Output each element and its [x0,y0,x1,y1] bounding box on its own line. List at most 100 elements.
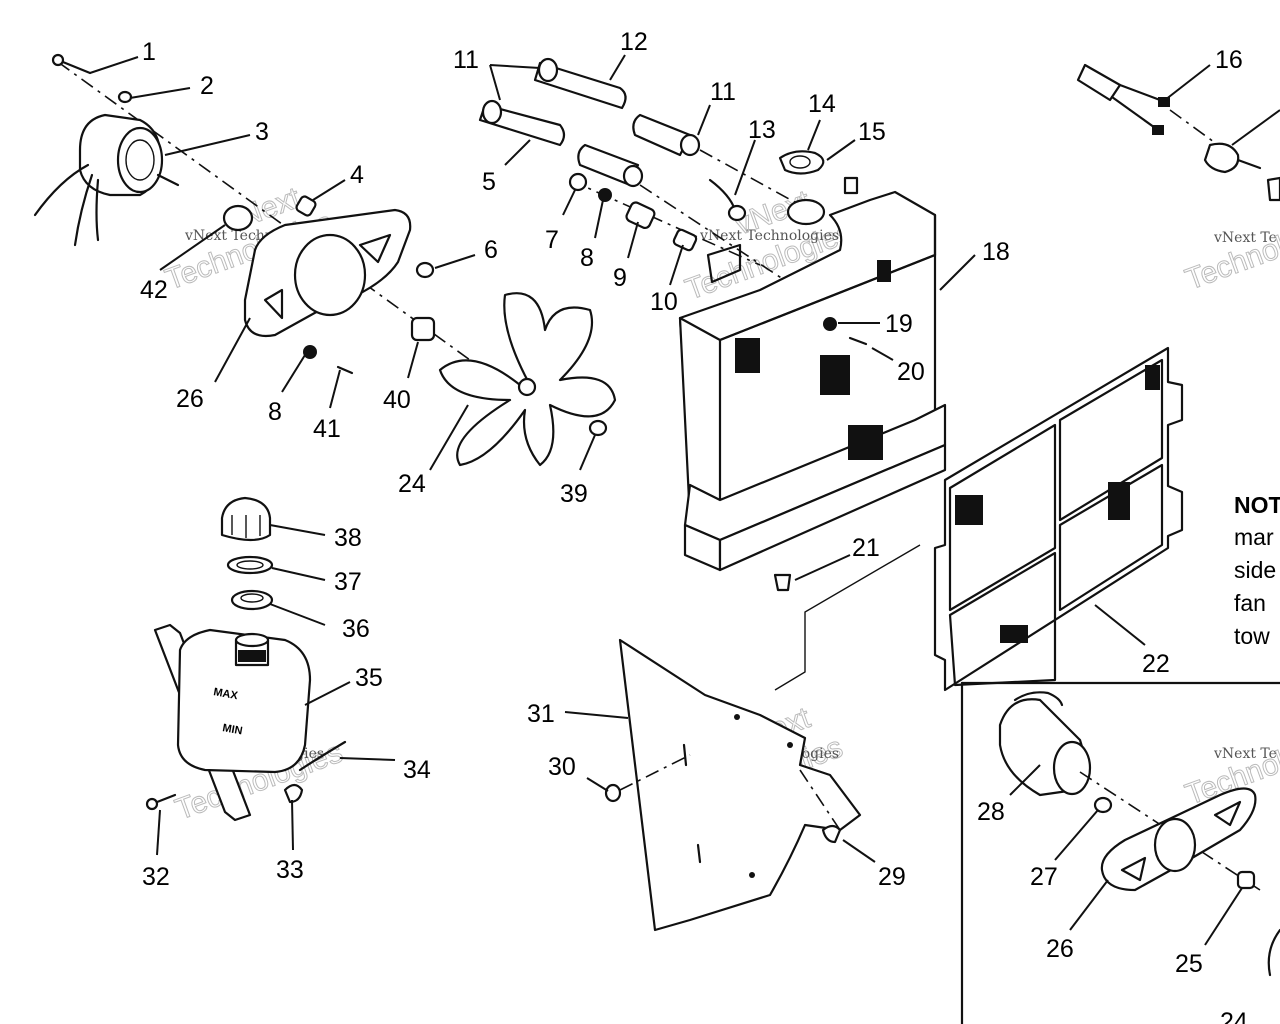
leader-4 [312,179,346,201]
screen-22 [774,346,1184,692]
tank-body [176,628,312,774]
inset-bracket-hole [1153,817,1197,873]
leader-11b [489,64,501,101]
spacer-4 [295,195,317,217]
hose-11 [632,113,692,157]
leader-6 [434,254,476,269]
leader-29 [842,839,876,863]
callout-3: 3 [255,118,269,146]
callout-31: 31 [527,700,555,728]
connector [1158,97,1170,107]
leader-26a [214,317,251,383]
leader-5 [504,139,531,166]
watermark-text: vNext Technologies [699,228,839,244]
radiator-bottom-front [718,443,947,572]
radiator-cap-14 [778,150,825,175]
fan-hub [517,377,537,397]
leader-21 [794,554,851,581]
leader-33 [291,799,294,851]
shroud-slot [682,743,688,767]
callout-7: 7 [545,226,559,254]
nut-7 [568,172,588,192]
callout-33: 33 [276,856,304,884]
nut-8 [303,345,317,359]
bolt-1-head [51,53,65,67]
motor-shaft [156,173,180,187]
callout-16: 16 [1215,46,1243,74]
leader-1 [89,56,139,74]
axis-line [1169,109,1226,151]
gasket-hole [236,560,264,570]
connector [1152,125,1164,135]
shroud-31 [604,638,862,932]
screw-head [145,797,159,811]
coolant-tank-35: MAX MIN [145,496,347,822]
screen-mark [1145,365,1160,390]
inset-fan-edge [1267,928,1280,977]
filler-neck [786,198,826,226]
leader-42 [159,224,226,271]
tank-min-mark: MIN [221,722,243,737]
bracket-hole [293,233,367,317]
hose-34 [298,740,347,772]
leader-10 [669,244,684,286]
core-mark [877,260,891,282]
callout-32: 32 [142,863,170,891]
leader-35 [304,681,351,706]
bolt-20 [848,336,868,346]
core-mark [848,425,883,460]
nut-29 [821,824,842,844]
callout-15: 15 [858,118,886,146]
callout-12: 12 [620,28,648,56]
wire [1110,95,1160,132]
drain-plug-21 [773,573,792,592]
leader-27 [1054,809,1099,861]
nut-39 [588,419,608,437]
bracket-cutout [358,233,392,264]
shroud-hole [787,742,793,748]
callout-8: 8 [268,398,282,426]
wire-harness [1076,63,1122,102]
core-mark [820,355,850,395]
callout-30: 30 [548,753,576,781]
radiator-edge-top [718,213,937,342]
wiring-16 [1076,63,1280,202]
callout-10: 10 [650,288,678,316]
leader-17 [1231,109,1280,146]
callout-numbers: 1 2 3 4 5 6 7 8 9 10 11 11 12 13 14 15 1… [140,28,1248,1024]
washer-8 [598,188,612,202]
leader-36 [269,603,326,626]
sensor-17 [1203,142,1240,174]
callout-28: 28 [977,798,1005,826]
callout-24: 24 [1220,1008,1248,1024]
screen-mark [1108,482,1130,520]
fan-motor-assembly [33,53,617,467]
radiator-18 [678,176,947,592]
watermark-text: vNext Te [1213,746,1277,762]
sensor-13 [727,204,747,222]
screen-frame [933,346,1184,692]
leader-22 [1094,604,1146,646]
inset-spacer-27 [1093,796,1113,814]
note-title: NOT [1234,492,1280,518]
leader-13 [734,139,756,196]
bracket-cutout [263,288,284,320]
shroud-slot [696,843,702,864]
note-line-4: tow [1234,623,1270,649]
leader-14 [807,119,821,151]
leader-3 [164,134,251,156]
leader-25 [1204,887,1243,946]
leader-8b [281,354,306,393]
fitting-10 [672,228,698,252]
motor-wire [73,173,94,247]
nut [1266,176,1280,202]
inset-bracket-cutout [1120,856,1147,882]
callout-11: 11 [710,78,736,106]
callout-37: 37 [334,568,362,596]
overflow-tab [843,176,859,195]
leader-16 [1164,64,1211,101]
hose-clamp-11 [679,133,701,157]
hose-clamp-11 [537,57,559,83]
shroud-panel [618,638,862,932]
callout-35: 35 [355,664,383,692]
